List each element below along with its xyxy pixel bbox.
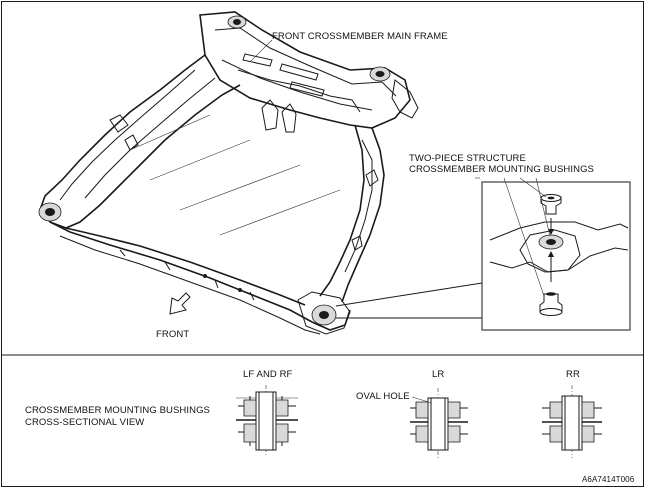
cross-section-title-line1: CROSSMEMBER MOUNTING BUSHINGS bbox=[25, 405, 210, 416]
bushings-label-line1: TWO-PIECE STRUCTURE bbox=[409, 153, 526, 164]
rr-section-drawing bbox=[542, 385, 602, 458]
bushing-detail-box bbox=[481, 181, 631, 331]
cross-section-title-line2: CROSS-SECTIONAL VIEW bbox=[25, 417, 145, 428]
lr-label: LR bbox=[432, 369, 445, 380]
figure-code: A6A7414T006 bbox=[582, 475, 635, 484]
leader-to-detail-top bbox=[335, 282, 483, 307]
rr-label: RR bbox=[566, 369, 580, 380]
crossmember-frame-drawing bbox=[38, 11, 419, 335]
bushing-detail-drawing bbox=[489, 177, 629, 316]
lf-rf-section-drawing bbox=[236, 385, 298, 455]
bushings-label-line2: CROSSMEMBER MOUNTING BUSHINGS bbox=[409, 164, 594, 175]
lr-section-drawing bbox=[410, 388, 468, 458]
front-arrow-icon bbox=[169, 292, 191, 315]
leader-main-frame bbox=[249, 39, 273, 63]
main-frame-label: FRONT CROSSMEMBER MAIN FRAME bbox=[272, 31, 448, 42]
front-label: FRONT bbox=[156, 329, 190, 340]
lf-rf-label: LF AND RF bbox=[243, 369, 293, 380]
leader-oval-hole bbox=[411, 396, 433, 404]
oval-hole-label: OVAL HOLE bbox=[356, 391, 410, 402]
